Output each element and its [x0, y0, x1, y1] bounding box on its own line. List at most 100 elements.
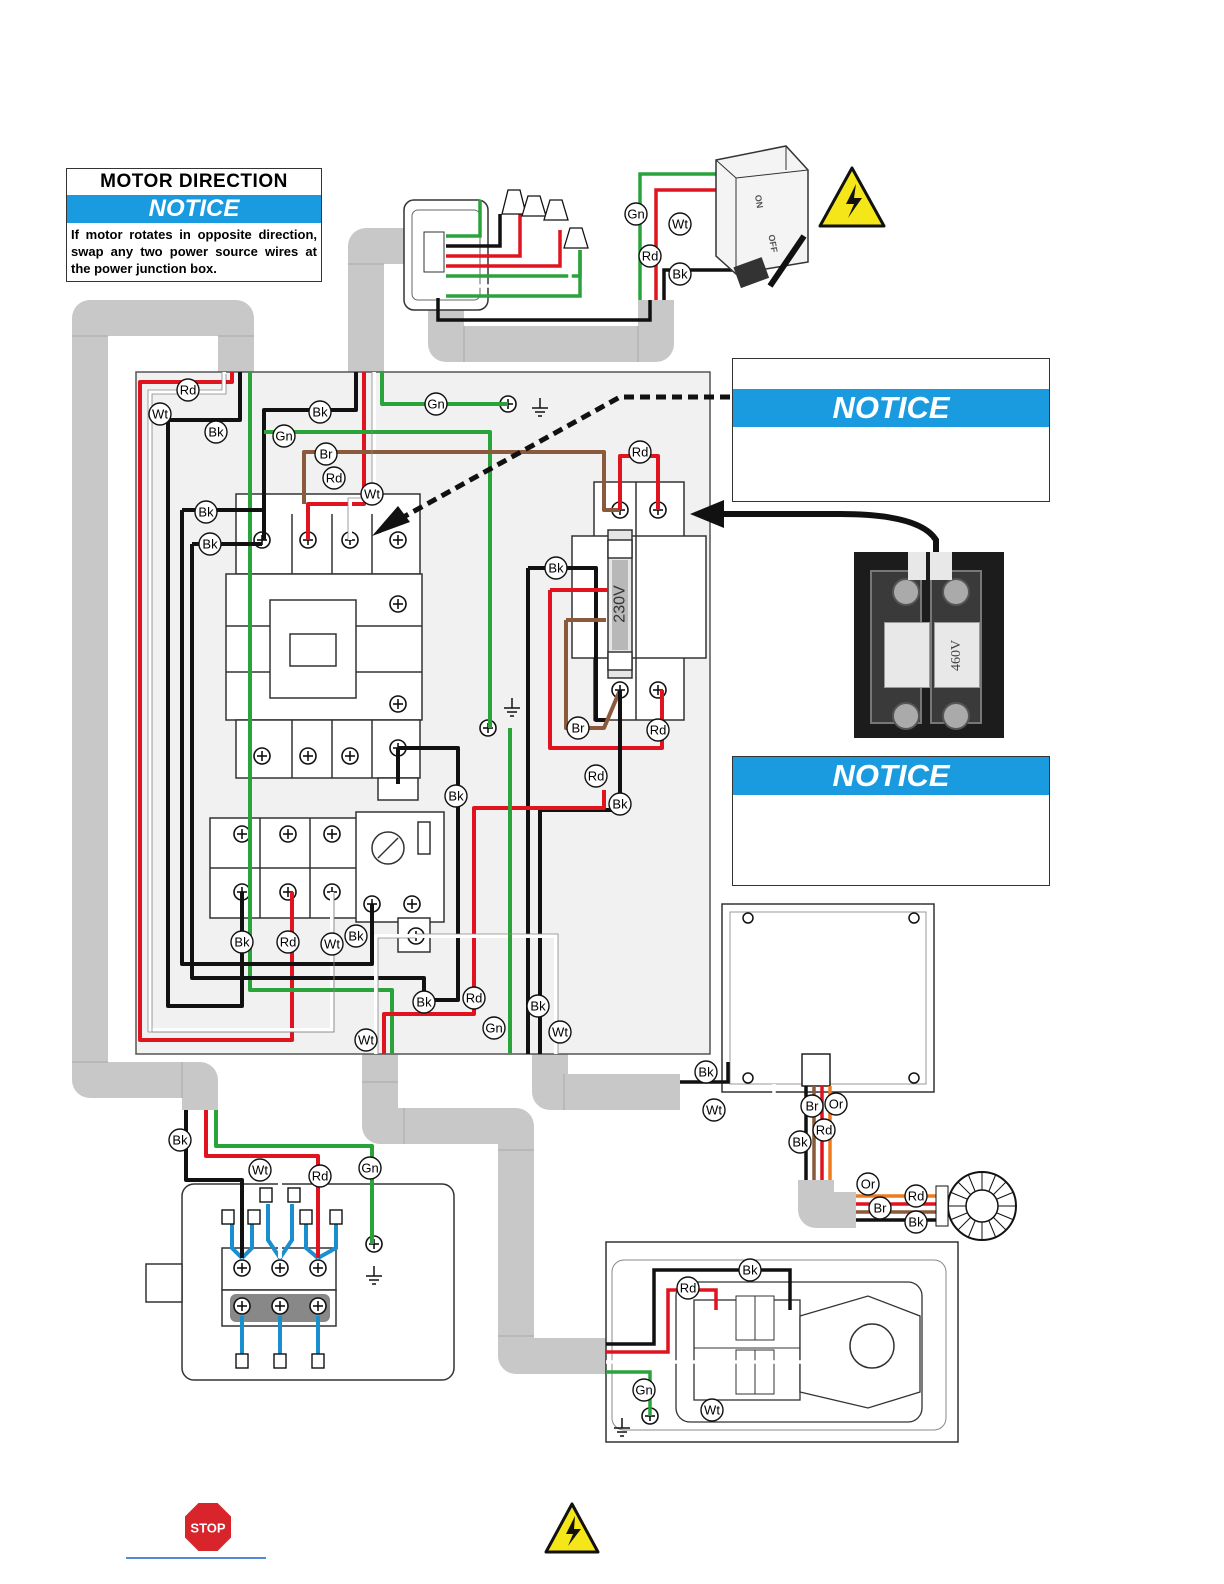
wire-label-bk: Bk — [672, 267, 688, 282]
wire-label-wt: Wt — [704, 1403, 720, 1418]
wire-label-gn: Gn — [485, 1021, 502, 1036]
wire-label-bubble — [482, 1016, 506, 1040]
wire-label-bubble — [800, 1094, 824, 1118]
wire-label-rd: Rd — [280, 935, 297, 950]
arrowhead-icon — [690, 500, 724, 528]
wire-label-rd: Rd — [312, 1169, 329, 1184]
wire-label-bubble — [360, 482, 384, 506]
electrical-warning-icon — [544, 1502, 600, 1554]
wire-label-rd: Rd — [632, 445, 649, 460]
wire-label-rd: Rd — [680, 1281, 697, 1296]
wire-label-bubble — [168, 1128, 192, 1152]
wire-label-wt: Wt — [358, 1033, 374, 1048]
stop-sign-icon: STOP — [183, 1501, 233, 1553]
wire-label-bubble — [320, 932, 344, 956]
arrowhead-icon — [372, 506, 410, 536]
wire-label-gn: Gn — [627, 207, 644, 222]
wire-label-or: Or — [861, 1177, 876, 1192]
wire-label-bubble — [638, 244, 662, 268]
wire-label-bubble — [424, 392, 448, 416]
wire-label-br: Br — [806, 1099, 820, 1114]
wire-label-bubble — [668, 212, 692, 236]
wire-label-bk: Bk — [312, 405, 328, 420]
panel-wires — [138, 372, 664, 1054]
wire-label-wt: Wt — [152, 407, 168, 422]
wire-label-br: Br — [320, 447, 334, 462]
wire-label-bubble — [856, 1172, 880, 1196]
wire-label-bubble — [702, 1098, 726, 1122]
motor-direction-title: MOTOR DIRECTION — [100, 171, 288, 192]
wire-label-bubble — [322, 466, 346, 490]
wire-label-bubble — [668, 262, 692, 286]
wire-label-bubble — [608, 792, 632, 816]
wire-label-wt: Wt — [252, 1163, 268, 1178]
wire-label-wt: Wt — [324, 937, 340, 952]
wire-label-gn: Gn — [275, 429, 292, 444]
wire-label-bubble — [904, 1210, 928, 1234]
wire-label-bk: Bk — [530, 999, 546, 1014]
motor-leads — [230, 1204, 338, 1354]
wire-label-bk: Bk — [742, 1263, 758, 1278]
wire-label-bubble — [904, 1184, 928, 1208]
wire-label-bk: Bk — [612, 797, 628, 812]
svg-text:STOP: STOP — [190, 1521, 225, 1536]
conduits — [72, 206, 856, 1374]
wire-label-bk: Bk — [208, 425, 224, 440]
wire-label-bk: Bk — [198, 505, 214, 520]
notice-box-fuse: NOTICE — [732, 756, 1050, 886]
wire-label-bubble — [462, 986, 486, 1010]
conduit-joints — [72, 263, 639, 1337]
wire-label-bk: Bk — [172, 1133, 188, 1148]
wire-label-bubble — [272, 424, 296, 448]
wire-label-rd: Rd — [908, 1189, 925, 1204]
toroid-coil — [935, 1171, 1017, 1241]
wire-label-bubble — [194, 500, 218, 524]
wire-label-br: Br — [572, 721, 586, 736]
fuse-photo-label: 460V — [949, 639, 964, 671]
wire-label-bubble — [308, 400, 332, 424]
white-wire-outlines — [147, 372, 559, 1054]
motor-direction-text: If motor rotates in opposite direction, … — [71, 227, 317, 276]
wire-label-bubble — [812, 1118, 836, 1142]
wire-label-bubble — [632, 1378, 656, 1402]
wire-label-bubble — [354, 1028, 378, 1052]
wire-label-bubble — [868, 1196, 892, 1220]
wire-label-wt: Wt — [552, 1025, 568, 1040]
wire-label-bubble — [694, 1060, 718, 1084]
wire-label-rd: Rd — [650, 723, 667, 738]
wire-label-bubble — [738, 1258, 762, 1282]
wire-label-bubble — [788, 1130, 812, 1154]
electrical-warning-icon — [818, 166, 886, 228]
switch-on-label: ON — [753, 194, 765, 209]
wire-label-bubble — [646, 718, 670, 742]
motor-direction-notice: MOTOR DIRECTION NOTICE If motor rotates … — [66, 168, 322, 282]
wire-label-bk: Bk — [908, 1215, 924, 1230]
wire-label-bubble — [204, 420, 228, 444]
wire-label-bk: Bk — [416, 995, 432, 1010]
wire-label-bubble — [248, 1158, 272, 1182]
wire-label-bubble — [344, 924, 368, 948]
wire-label-rd: Rd — [180, 383, 197, 398]
wire-label-bubble — [566, 716, 590, 740]
wire-label-bubble — [148, 402, 172, 426]
wire-label-bubble — [526, 994, 550, 1018]
wire-label-bubble — [230, 930, 254, 954]
pointer-to-fuse — [720, 511, 939, 554]
disconnect-switch-box — [715, 145, 809, 289]
wire-label-rd: Rd — [588, 769, 605, 784]
switch-off-label: OFF — [766, 234, 779, 254]
wire-label-gn: Gn — [427, 397, 444, 412]
wire-nuts — [501, 189, 589, 249]
wire-label-bubble — [314, 442, 338, 466]
wire-label-bk: Bk — [448, 789, 464, 804]
wire-label-bk: Bk — [348, 929, 364, 944]
capacitor-junction-box — [721, 903, 935, 1093]
wire-label-wt: Wt — [706, 1103, 722, 1118]
wire-label-bubble — [198, 532, 222, 556]
wire-label-bubble — [628, 440, 652, 464]
wire-label-bk: Bk — [792, 1135, 808, 1150]
wire-label-rd: Rd — [642, 249, 659, 264]
wire-label-br: Br — [874, 1201, 888, 1216]
bottom-panel-wires — [606, 1268, 828, 1416]
